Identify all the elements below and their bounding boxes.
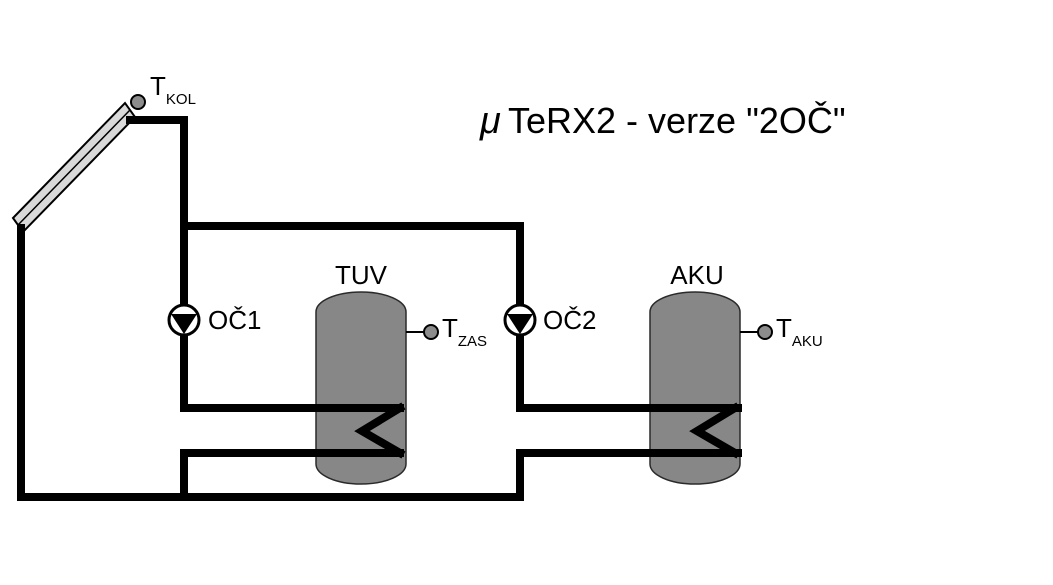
- sensor-kol: [130, 94, 146, 110]
- pump-oc2-label: OČ2: [543, 305, 596, 335]
- pump-oc2-arrow-icon: [507, 314, 533, 334]
- pump-oc1-label: OČ1: [208, 305, 261, 335]
- sensor-kol-label: TKOL: [150, 71, 196, 108]
- coil-tuv: [354, 402, 406, 459]
- tank-tuv-label: TUV: [335, 260, 388, 290]
- tank-aku-body: [649, 291, 741, 485]
- pump-oc1: [167, 303, 201, 337]
- coil-aku: [689, 402, 741, 459]
- title-mu-symbol: μ: [479, 100, 501, 142]
- sensor-aku-dot-icon: [757, 324, 773, 340]
- collector-inner-line: [17, 109, 131, 226]
- tank-aku-label: AKU: [670, 260, 723, 290]
- sensor-zas-label: TZAS: [442, 313, 487, 350]
- pipe-collector-return: [17, 224, 742, 501]
- pump-oc1-arrow-icon: [171, 314, 197, 334]
- sensor-zas-dot-icon: [423, 324, 439, 340]
- solar-collector: [11, 101, 137, 234]
- diagram-title: TeRX2 - verze "2OČ": [508, 100, 846, 141]
- sensor-aku-label: TAKU: [776, 313, 823, 350]
- sensor-zas: [406, 324, 439, 340]
- pipe-tuv-return: [180, 449, 404, 501]
- pump-oc2: [503, 303, 537, 337]
- sensor-kol-dot-icon: [130, 94, 146, 110]
- tank-aku: [649, 291, 741, 485]
- tank-tuv: [315, 291, 407, 485]
- tank-tuv-body: [315, 291, 407, 485]
- pipe-collector-supply: [126, 116, 404, 412]
- pipes: [17, 116, 742, 501]
- sensor-aku: [740, 324, 773, 340]
